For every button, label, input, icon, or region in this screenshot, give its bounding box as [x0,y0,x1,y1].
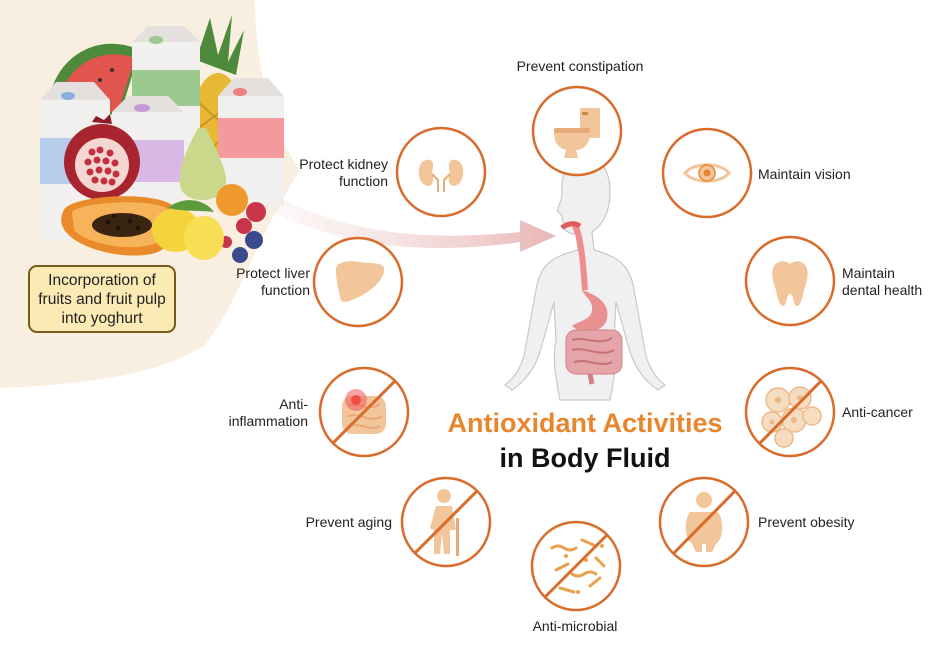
benefit-kidney [395,126,487,218]
benefit-obesity [658,476,750,568]
label-dental: Maintain dental health [842,265,923,298]
title-line-1: Antioxidant Activities [447,408,723,438]
benefit-liver [312,236,404,328]
benefit-microbial [530,520,622,612]
kidneys-icon [418,159,464,192]
benefit-vision [661,127,753,219]
benefit-inflammation [318,366,410,458]
label-vision: Maintain vision [758,166,851,182]
label-constipation: Prevent constipation [516,58,644,74]
label-liver: Protect liver function [236,265,310,298]
label-aging: Prevent aging [305,514,392,530]
label-microbial: Anti-microbial [532,618,618,634]
liver-icon [336,261,385,303]
benefit-cancer [744,366,836,458]
human-body-illustration [503,157,667,401]
toilet-icon [554,108,600,158]
eye-icon [683,163,731,183]
benefit-dental [744,235,836,327]
label-inflammation: Anti-inflammation [228,396,308,429]
source-label-box: Incorporation of fruits and fruit pulp i… [28,265,176,333]
cancer-cells-icon [761,386,822,448]
label-kidney: Protect kidney function [299,156,388,189]
label-obesity: Prevent obesity [758,514,855,530]
fruits-and-yoghurt-illustration [40,15,284,263]
benefit-constipation [531,85,623,177]
microbes-icon [550,538,606,594]
benefit-aging [400,476,492,568]
obese-person-icon [685,492,723,552]
tooth-icon [772,261,808,306]
flow-arrow [272,198,556,252]
title-line-2: in Body Fluid [499,443,671,473]
label-cancer: Anti-cancer [842,404,913,420]
